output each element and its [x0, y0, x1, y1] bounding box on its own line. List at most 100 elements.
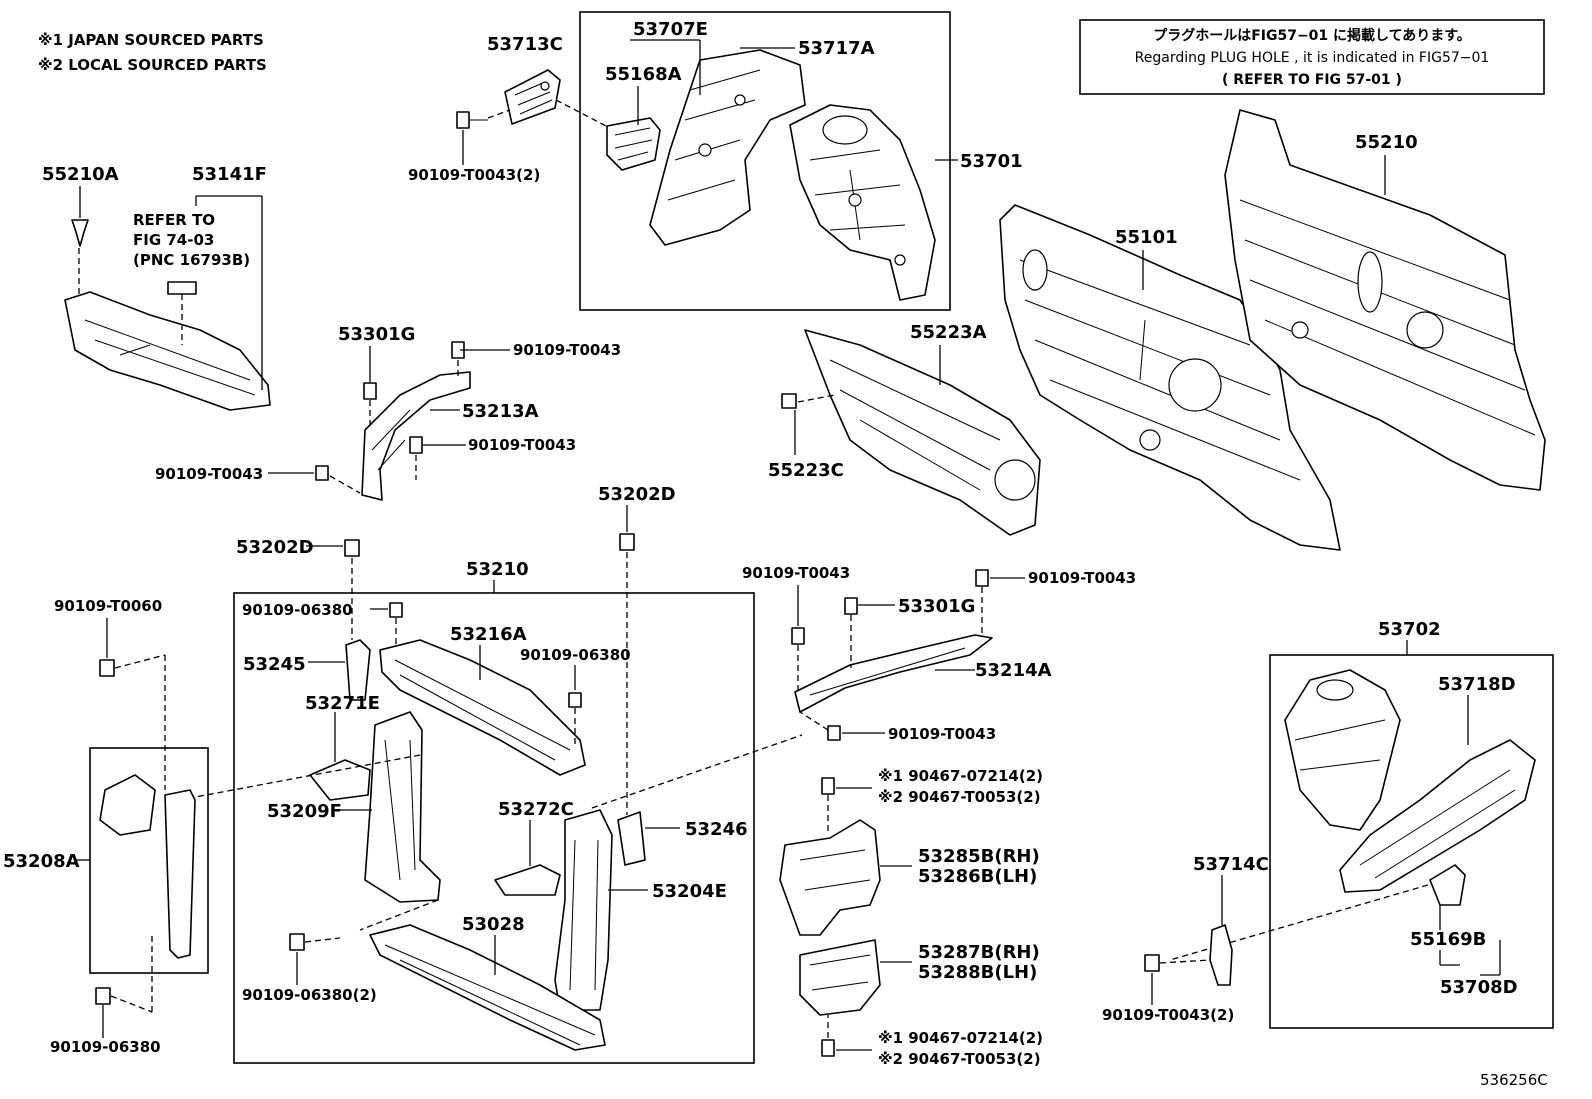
- refer-box: プラグホールはFIG57−01 に掲載してあります。 Regarding PLU…: [1079, 19, 1545, 95]
- label-53028: 53028: [462, 914, 525, 935]
- bolt-90109-T0043-a: [456, 111, 488, 129]
- label-90109-T0043-f: 90109-T0043: [888, 725, 996, 743]
- group-box-53702: [1269, 654, 1554, 1029]
- label-55210: 55210: [1355, 132, 1418, 153]
- label-53288B: 53288B(LH): [918, 962, 1037, 983]
- label-90109-06380-b: 90109-06380: [520, 646, 631, 664]
- label-53702: 53702: [1378, 619, 1441, 640]
- cushion-53301G-a: [363, 382, 377, 400]
- label-55168A: 55168A: [605, 64, 682, 85]
- bolt-90109-T0043-2b: [1144, 954, 1160, 972]
- label-90467-b1: ※1 90467-07214(2): [878, 1029, 1043, 1047]
- part-53141F-shape: [64, 291, 271, 411]
- bolt-90109-T0060: [99, 659, 115, 677]
- part-55223A-shape: [804, 329, 1041, 536]
- part-53208A-bracket: [99, 774, 156, 836]
- note-local-sourced: ※2 LOCAL SOURCED PARTS: [38, 56, 267, 74]
- refer-fig-line1: REFER TO: [133, 211, 215, 229]
- refer-box-line2: Regarding PLUG HOLE , it is indicated in…: [1135, 50, 1490, 66]
- label-53271E: 53271E: [305, 693, 380, 714]
- refer-fig-line2: FIG 74-03: [133, 231, 214, 249]
- refer-box-line1: プラグホールはFIG57−01 に掲載してあります。: [1153, 27, 1471, 44]
- label-55223C: 55223C: [768, 460, 844, 481]
- label-90109-T0043-2b: 90109-T0043(2): [1102, 1006, 1234, 1024]
- label-90109-06380-a: 90109-06380: [242, 601, 353, 619]
- label-53202D-a: 53202D: [236, 537, 314, 558]
- bolt-90109-06380-a: [389, 602, 403, 618]
- label-55210A: 55210A: [42, 164, 119, 185]
- label-53708D: 53708D: [1440, 977, 1518, 998]
- part-53707E-shape: [649, 49, 806, 246]
- hole-plug-55223C: [781, 393, 797, 409]
- bolt-90109-T0043-c: [409, 436, 423, 454]
- part-53204E-shape: [554, 809, 613, 1011]
- label-53210: 53210: [466, 559, 529, 580]
- refer-box-line3: ( REFER TO FIG 57-01 ): [1222, 72, 1402, 88]
- note-japan-sourced: ※1 JAPAN SOURCED PARTS: [38, 31, 264, 49]
- label-53286B: 53286B(LH): [918, 866, 1037, 887]
- label-53213A: 53213A: [462, 401, 539, 422]
- label-53707E: 53707E: [633, 19, 708, 40]
- label-53141F: 53141F: [192, 164, 267, 185]
- label-55101: 55101: [1115, 227, 1178, 248]
- part-55169B-shape: [1429, 864, 1466, 906]
- label-55223A: 55223A: [910, 322, 987, 343]
- cushion-53301G-b: [844, 597, 858, 615]
- label-90109-T0060: 90109-T0060: [54, 597, 162, 615]
- part-53028-shape: [369, 924, 606, 1051]
- label-55169B: 55169B: [1410, 929, 1486, 950]
- part-53714C-shape: [1209, 924, 1233, 986]
- pad-16793B: [167, 281, 197, 295]
- bolt-90109-06380-b: [568, 692, 582, 708]
- label-53717A: 53717A: [798, 38, 875, 59]
- bolt-53202D-b: [619, 533, 635, 551]
- label-53714C: 53714C: [1193, 854, 1269, 875]
- label-90109-06380-c: 90109-06380: [50, 1038, 161, 1056]
- label-90109-06380-2: 90109-06380(2): [242, 986, 377, 1004]
- bolt-90109-06380-c: [95, 987, 111, 1005]
- label-53301G-a: 53301G: [338, 324, 415, 345]
- label-53287B: 53287B(RH): [918, 942, 1040, 963]
- label-53713C: 53713C: [487, 34, 563, 55]
- label-90109-T0043-2a: 90109-T0043(2): [408, 166, 540, 184]
- bolt-53202D-a: [344, 539, 360, 557]
- part-53213A-shape: [361, 371, 471, 501]
- refer-fig-line3: (PNC 16793B): [133, 251, 250, 269]
- part-53702-shape: [1284, 669, 1401, 831]
- clip-90467-b: [821, 1039, 835, 1057]
- part-53272C-shape: [494, 864, 561, 896]
- group-box-53701: [579, 11, 951, 311]
- label-53208A: 53208A: [3, 851, 80, 872]
- bolt-90109-T0043-f: [975, 569, 989, 587]
- label-53701: 53701: [960, 151, 1023, 172]
- label-90109-T0043-e: 90109-T0043: [1028, 569, 1136, 587]
- part-55210-shape: [1224, 109, 1546, 491]
- label-90467-a1: ※1 90467-07214(2): [878, 767, 1043, 785]
- part-53713C-shape: [504, 69, 561, 125]
- clip-90467-a: [821, 777, 835, 795]
- label-53285B: 53285B(RH): [918, 846, 1040, 867]
- bolt-90109-06380-2: [289, 933, 305, 951]
- label-53202D-b: 53202D: [598, 484, 676, 505]
- bolt-90109-T0043-d: [315, 465, 329, 481]
- part-53246-shape: [617, 811, 646, 866]
- label-53718D: 53718D: [1438, 674, 1516, 695]
- part-53214A-shape: [794, 634, 993, 713]
- label-53204E: 53204E: [652, 881, 727, 902]
- label-53301G-b: 53301G: [898, 596, 975, 617]
- label-53209F: 53209F: [267, 801, 342, 822]
- label-53246: 53246: [685, 819, 748, 840]
- label-90467-b2: ※2 90467-T0053(2): [878, 1050, 1041, 1068]
- bolt-90109-T0043-e: [791, 627, 805, 645]
- figure-code: 536256C: [1480, 1071, 1548, 1089]
- label-90467-a2: ※2 90467-T0053(2): [878, 788, 1041, 806]
- clip-55210A: [71, 219, 89, 247]
- part-53208A-support: [164, 789, 196, 959]
- part-53245-shape: [345, 639, 371, 701]
- bolt-90109-T0043-g: [827, 725, 841, 741]
- label-90109-T0043-d: 90109-T0043: [742, 564, 850, 582]
- label-53214A: 53214A: [975, 660, 1052, 681]
- part-53209F-shape: [364, 711, 441, 903]
- label-53272C: 53272C: [498, 799, 574, 820]
